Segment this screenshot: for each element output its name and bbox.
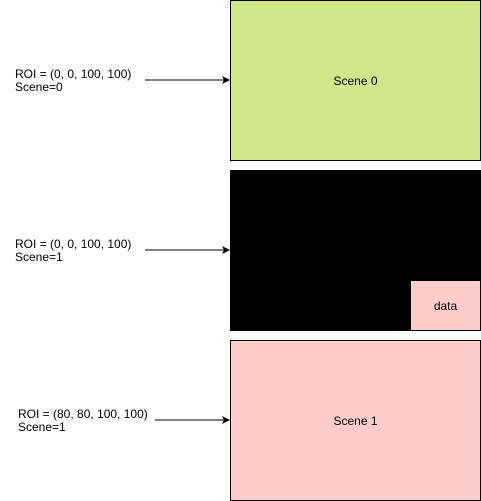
row-0-roi-text: ROI = (0, 0, 100, 100): [15, 67, 132, 81]
row-2-label: ROI = (80, 80, 100, 100) Scene=1: [18, 408, 148, 434]
row-2-roi-text: ROI = (80, 80, 100, 100): [18, 407, 148, 421]
scene-1-box-label: Scene 1: [333, 413, 378, 428]
row-1-label: ROI = (0, 0, 100, 100) Scene=1: [15, 238, 131, 264]
row-1-scene-text: Scene=1: [15, 250, 63, 264]
scene-0-box-label: Scene 0: [333, 73, 378, 88]
data-inset-box: data: [410, 280, 481, 331]
row-0-label: ROI = (0, 0, 100, 100) Scene=0: [15, 68, 131, 94]
row-2-scene-text: Scene=1: [18, 420, 66, 434]
row-1-roi-text: ROI = (0, 0, 100, 100): [15, 237, 132, 251]
row-0-scene-text: Scene=0: [15, 80, 63, 94]
data-inset-label: data: [433, 298, 458, 313]
scene-0-box: Scene 0: [230, 0, 481, 161]
